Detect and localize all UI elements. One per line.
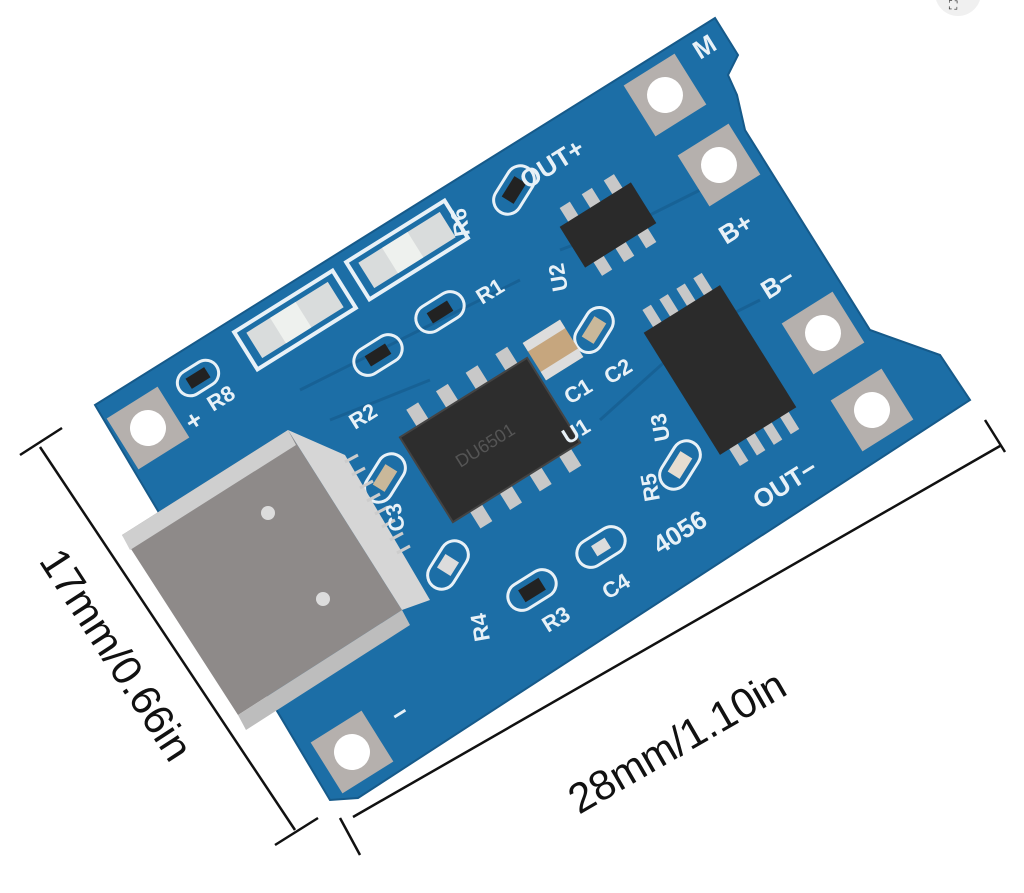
pad-b-minus <box>781 291 865 375</box>
led-green <box>343 197 471 303</box>
label-c3: C3 <box>380 501 410 533</box>
expand-icon: ⛶ <box>949 0 960 12</box>
status-leds <box>231 197 471 373</box>
label-u2: U2 <box>543 261 573 293</box>
passive-components <box>175 164 702 612</box>
pad-m <box>623 53 707 137</box>
capacitor-c1 <box>522 319 584 381</box>
pad-b-plus <box>677 123 761 207</box>
label-r4: R4 <box>465 611 495 644</box>
width-dimension-line <box>338 419 1007 856</box>
usb-c-connector <box>122 430 430 730</box>
pad-out-minus <box>830 368 914 452</box>
label-r6: R6 <box>445 206 475 238</box>
led-red <box>231 267 359 373</box>
pad-in-minus <box>310 710 394 794</box>
chip-u3 <box>642 272 800 467</box>
pad-in-plus <box>106 386 190 470</box>
solder-pads <box>106 53 914 794</box>
chip-u1: DU6501 <box>398 346 582 529</box>
label-r5: R5 <box>635 471 665 503</box>
chip-u2 <box>559 174 657 276</box>
height-dimension-line <box>19 426 319 847</box>
label-u3: U3 <box>645 411 675 443</box>
expand-button[interactable]: ⛶ <box>935 0 981 16</box>
